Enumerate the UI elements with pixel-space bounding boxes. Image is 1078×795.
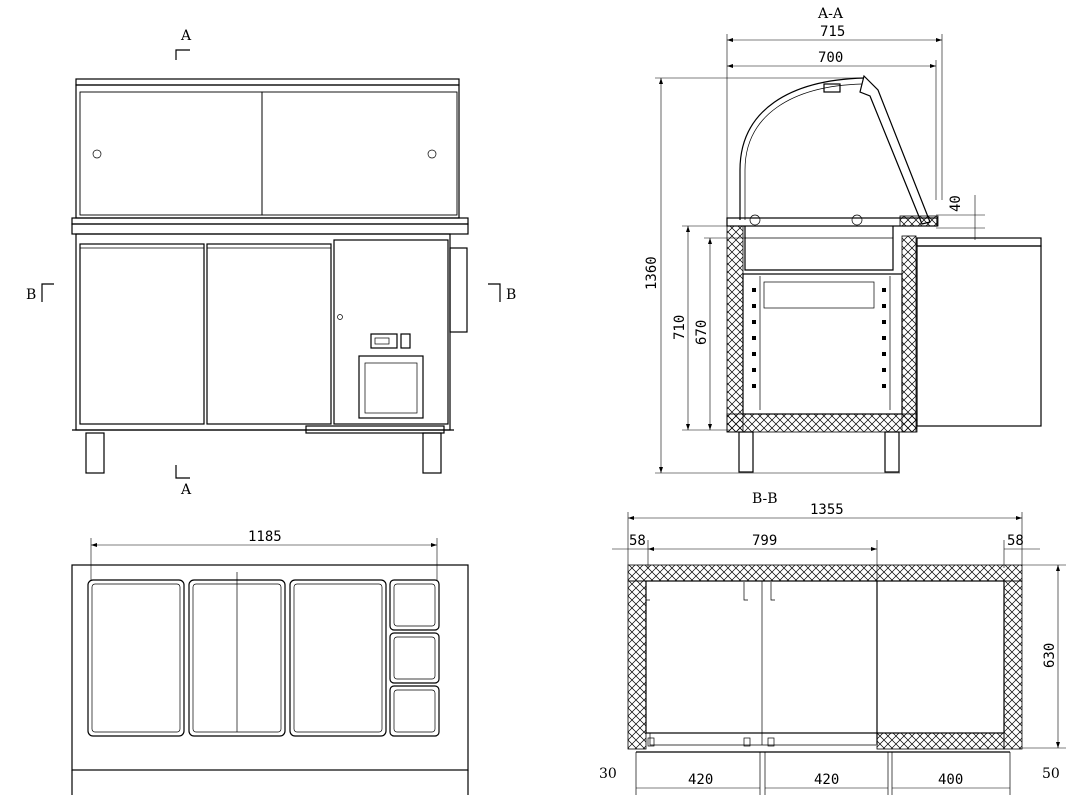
vent-grille bbox=[364, 362, 418, 414]
dim-bb-drawer-2: 420 bbox=[814, 772, 839, 788]
insulation-bottom bbox=[726, 413, 918, 433]
dim-bb-bottom-30: 30 bbox=[599, 766, 617, 782]
curved-glass bbox=[739, 77, 865, 220]
dim-aa-width-outer: 715 bbox=[820, 24, 845, 40]
glass-knob-right bbox=[427, 149, 437, 159]
section-bb-title: B-B bbox=[752, 491, 778, 507]
worktop-outline bbox=[71, 564, 469, 771]
side-shelf bbox=[916, 237, 1042, 247]
dim-bb-drawer-1: 420 bbox=[688, 772, 713, 788]
dim-aa-height-670: 670 bbox=[694, 320, 710, 345]
gn-pan-1 bbox=[87, 579, 185, 737]
door-left bbox=[79, 243, 205, 425]
dim-bb-depth: 630 bbox=[1042, 643, 1058, 668]
door-lock-icon bbox=[337, 314, 343, 320]
insulation-door bbox=[901, 235, 917, 433]
door-right bbox=[206, 243, 332, 425]
insulation-machine bbox=[876, 732, 1005, 750]
evaporator-grille bbox=[763, 281, 875, 309]
machine-compartment bbox=[333, 239, 449, 425]
foot-left bbox=[85, 432, 105, 474]
section-mark-a-bottom: A bbox=[180, 482, 192, 498]
section-aa-title: A-A bbox=[817, 6, 844, 22]
dim-aa-height-710: 710 bbox=[672, 315, 688, 340]
shelf-rails-right bbox=[882, 288, 886, 388]
insulation-back bbox=[726, 225, 744, 433]
front-view: A A B B bbox=[26, 28, 516, 498]
light-fixture bbox=[823, 83, 841, 93]
foot-aa-left bbox=[738, 431, 754, 473]
worktop bbox=[71, 223, 469, 235]
worktop-lip bbox=[71, 217, 469, 225]
dim-bb-left-wall: 58 bbox=[629, 533, 646, 549]
dim-bb-drawer-3: 400 bbox=[938, 772, 963, 788]
dim-aa-width-inner: 700 bbox=[818, 50, 843, 66]
side-unit bbox=[916, 245, 1042, 427]
canopy-frame bbox=[75, 84, 460, 219]
dim-bb-right-wall: 58 bbox=[1007, 533, 1024, 549]
cabinet-body bbox=[75, 233, 451, 431]
gn-pan-small-1 bbox=[389, 579, 440, 631]
dim-aa-glass-gap: 40 bbox=[948, 195, 964, 212]
front-glass bbox=[859, 74, 931, 225]
dim-bb-inner-799: 799 bbox=[752, 533, 777, 549]
glass-knob-left bbox=[92, 149, 102, 159]
section-bb-view: B-B 1355 58 799 58 bbox=[599, 491, 1066, 795]
insulation-left bbox=[627, 580, 647, 750]
foot-aa-right bbox=[884, 431, 900, 473]
sliding-glass-left bbox=[79, 91, 263, 216]
dim-bb-total-width: 1355 bbox=[810, 502, 844, 518]
section-aa-view: A-A 715 700 1360 710 670 40 bbox=[644, 6, 1042, 474]
shelf-rails-left bbox=[752, 288, 756, 388]
section-mark-b-right: B bbox=[506, 287, 516, 303]
top-view: 1185 bbox=[71, 529, 469, 795]
dim-aa-total-height: 1360 bbox=[644, 256, 660, 290]
power-switch bbox=[400, 333, 411, 349]
section-mark-b-left: B bbox=[26, 287, 36, 303]
gn-pan-small-2 bbox=[389, 632, 440, 684]
section-mark-a-top: A bbox=[180, 28, 192, 44]
dim-top-width: 1185 bbox=[248, 529, 282, 545]
gn-pan-section bbox=[744, 226, 894, 271]
canopy-top-rail bbox=[75, 78, 460, 86]
cabinet-interior bbox=[742, 273, 903, 415]
thermostat-display bbox=[370, 333, 398, 349]
dim-bb-bottom-50: 50 bbox=[1042, 766, 1060, 782]
insulation-top bbox=[627, 564, 1023, 582]
foot-right bbox=[422, 432, 442, 474]
gn-pan-3 bbox=[289, 579, 387, 737]
side-panel bbox=[449, 247, 468, 333]
vent-grille-frame bbox=[358, 355, 424, 419]
drip-tray bbox=[305, 425, 445, 434]
insulation-right bbox=[1003, 580, 1023, 750]
gn-pan-small-3 bbox=[389, 685, 440, 737]
